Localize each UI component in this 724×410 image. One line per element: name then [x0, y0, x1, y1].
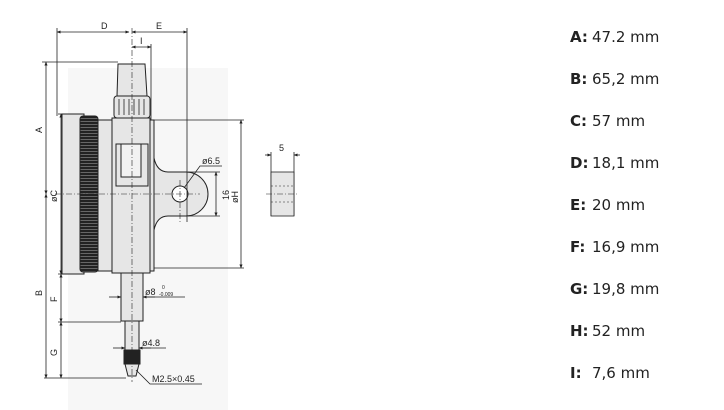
label-spindle-diameter: ø4.8: [142, 338, 160, 348]
label-f: F: [49, 296, 59, 302]
spec-e: E:20 mm: [570, 196, 646, 214]
spec-a: A:47.2 mm: [570, 28, 660, 46]
window-inner: [120, 143, 142, 178]
label-lug-height: 16: [221, 190, 231, 200]
label-lug-hole: ø6.5: [202, 156, 220, 166]
label-stem-tol-lower: -0.009: [159, 292, 173, 298]
label-b: B: [34, 290, 44, 296]
lug-side-view: [265, 152, 300, 217]
label-i: I: [140, 36, 143, 46]
spec-h: H:52 mm: [570, 322, 646, 340]
label-h: øH: [230, 191, 240, 203]
indicator-body: [61, 63, 209, 377]
label-stem-diameter: ø8: [145, 287, 156, 297]
center-lines: [55, 28, 200, 382]
label-thread: M2.5×0.45: [152, 374, 195, 384]
label-e: E: [156, 21, 162, 31]
spec-f: F:16,9 mm: [570, 238, 660, 256]
dial-indicator-drawing: D E I A B øC F G øH 16 ø6.5 5 ø8 0 -0.00…: [34, 21, 300, 385]
spec-i: I:7,6 mm: [570, 364, 650, 382]
label-g: G: [49, 349, 59, 356]
spec-c: C:57 mm: [570, 112, 646, 130]
case-front: [97, 119, 113, 272]
label-a: A: [34, 127, 44, 133]
label-d: D: [101, 21, 108, 31]
label-lug-thickness: 5: [279, 143, 284, 153]
spec-g: G:19,8 mm: [570, 280, 660, 298]
label-stem-tol-upper: 0: [162, 285, 165, 291]
label-c: øC: [49, 190, 59, 202]
dimension-lines: [42, 28, 244, 385]
spec-list: A:47.2 mm B:65,2 mm C:57 mm D:18,1 mm E:…: [570, 16, 720, 394]
case-back: [111, 117, 151, 274]
case-edge: [149, 119, 155, 272]
spec-b: B:65,2 mm: [570, 70, 660, 88]
spec-d: D:18,1 mm: [570, 154, 660, 172]
